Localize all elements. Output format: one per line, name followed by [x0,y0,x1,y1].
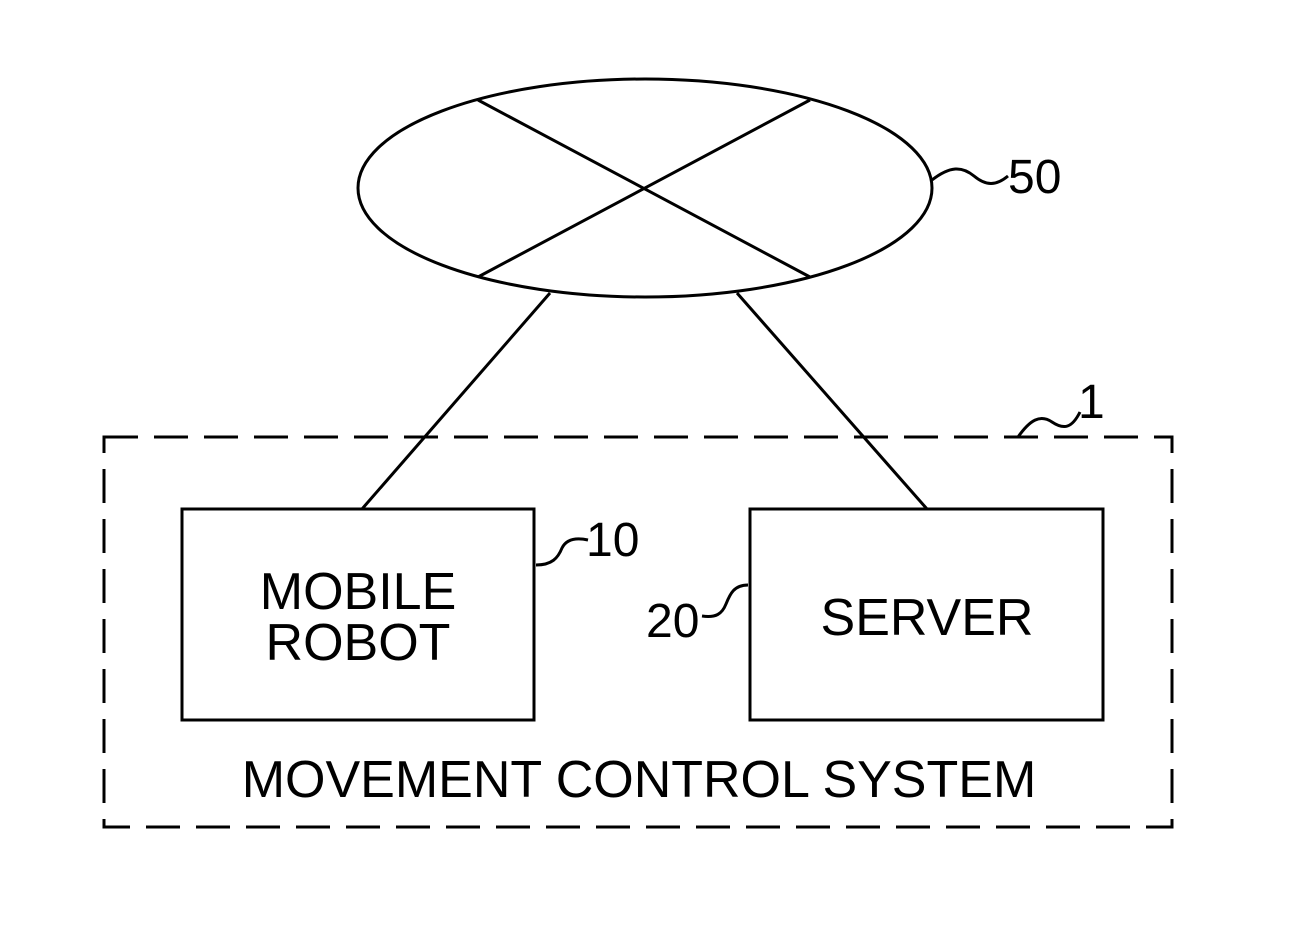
network-robot-connection [362,293,550,509]
network-node [358,79,932,297]
server-leader-line [702,585,748,617]
mobile-robot-leader-line [536,539,588,565]
movement-control-system-label: MOVEMENT CONTROL SYSTEM [242,751,1037,809]
network-reference-numeral: 50 [1008,151,1061,204]
server-reference-numeral: 20 [646,595,699,648]
mobile-robot-reference-numeral: 10 [586,514,639,567]
mobile-robot-label-line2: ROBOT [266,614,451,672]
system-reference-numeral: 1 [1078,376,1105,429]
mobile-robot-label-line1: MOBILE [260,563,457,621]
server-label: SERVER [821,589,1034,647]
system-leader-line [1018,412,1080,437]
network-server-connection [737,293,927,509]
network-leader-line [932,169,1008,184]
